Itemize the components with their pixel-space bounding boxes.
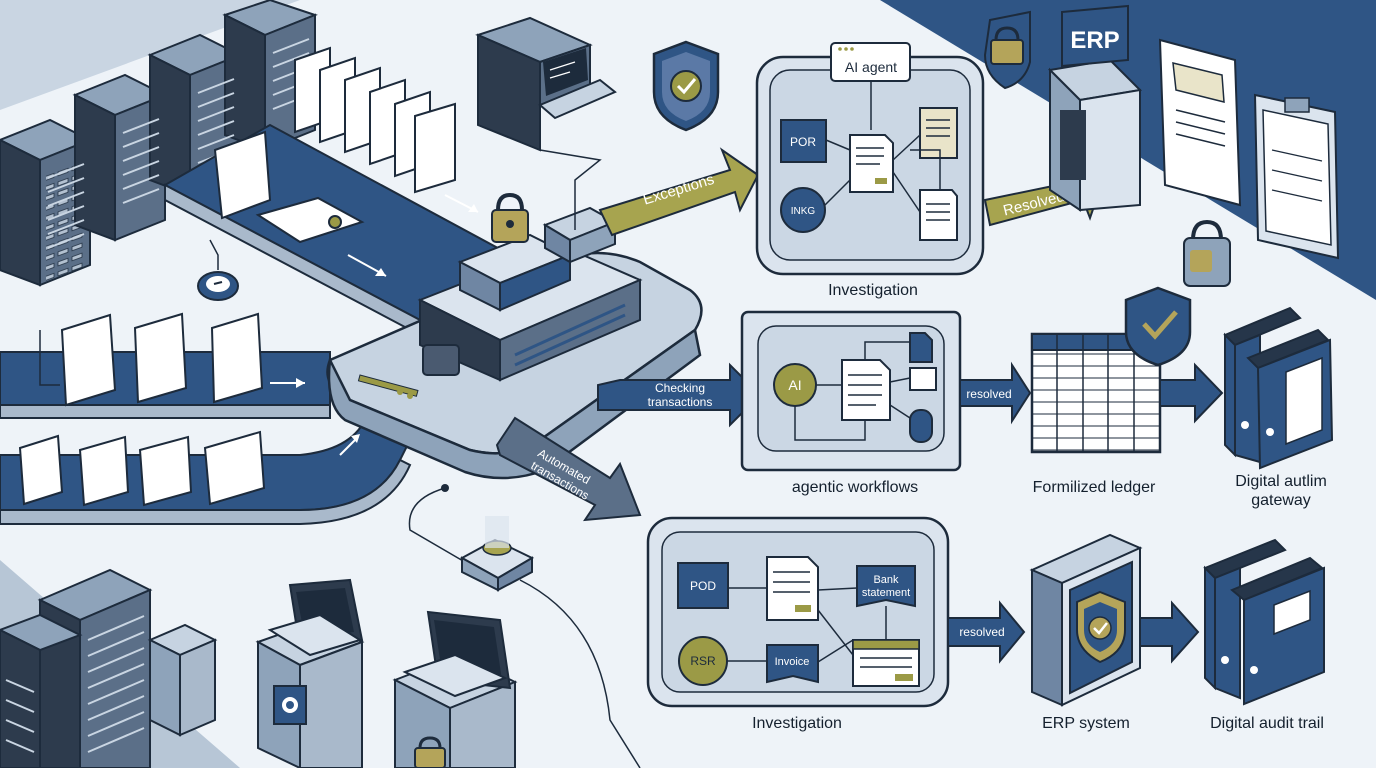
server-racks-bottom-left bbox=[0, 568, 218, 768]
formalized-ledger-caption: Formilized ledger bbox=[1033, 479, 1156, 496]
rsr-label: RSR bbox=[690, 654, 716, 668]
agentic-workflows-caption: agentic workflows bbox=[792, 479, 918, 496]
digital-gateway-caption-line2: gateway bbox=[1251, 492, 1311, 509]
shield-check-icon-mid bbox=[1124, 286, 1192, 367]
erp-system-caption: ERP system bbox=[1042, 715, 1130, 732]
investigation-top-caption: Investigation bbox=[828, 282, 918, 299]
checking-line1: Checking bbox=[655, 381, 705, 395]
documents-top-conveyor bbox=[213, 46, 456, 244]
digital-audit-trail-binders-icon bbox=[1203, 538, 1325, 706]
padlock-hub-icon bbox=[491, 192, 529, 243]
resolved-arrow-mid: resolved bbox=[959, 361, 1032, 425]
central-processing-hub bbox=[326, 206, 703, 480]
computer-terminal-bottom-center bbox=[392, 610, 518, 768]
pod-box bbox=[677, 562, 729, 609]
computer-terminal-bottom-left bbox=[255, 578, 365, 768]
inkg-label: INKG bbox=[791, 206, 816, 217]
arrow-erp-to-audit-trail bbox=[1139, 600, 1200, 664]
shield-check-icon-top bbox=[652, 40, 720, 132]
padlock-icon-top-right bbox=[983, 10, 1031, 90]
digital-gateway-caption-line1: Digital autlim bbox=[1235, 473, 1327, 490]
investigation-bottom-caption: Investigation bbox=[752, 715, 842, 732]
clock-badge-icon bbox=[197, 271, 239, 301]
documents-bottom-conveyor bbox=[18, 430, 266, 507]
report-documents-top-right bbox=[1158, 38, 1340, 260]
investigation-panel-top: AI agent POR INKG bbox=[755, 42, 985, 276]
exceptions-arrow: Exceptions bbox=[598, 147, 760, 237]
por-label: POR bbox=[790, 135, 816, 149]
computer-terminal-top bbox=[475, 16, 617, 152]
por-box bbox=[780, 119, 827, 163]
digital-audit-trail-caption: Digital audit trail bbox=[1210, 715, 1324, 732]
automated-transactions-arrow: Automated transactions bbox=[495, 416, 642, 522]
resolved-arrow-bottom: resolved bbox=[947, 600, 1026, 664]
pod-label: POD bbox=[690, 579, 716, 593]
padlock-icon-right bbox=[1183, 219, 1231, 287]
inkg-circle bbox=[780, 187, 826, 233]
ai-label: AI bbox=[788, 377, 801, 393]
binders-gateway-icon bbox=[1223, 306, 1334, 470]
agentic-workflows-panel: AI bbox=[740, 310, 962, 472]
bank-line1: Bank bbox=[873, 574, 899, 586]
ai-agent-label: AI agent bbox=[845, 59, 897, 75]
investigation-panel-bottom: POD RSR Invoice Bank statement bbox=[646, 516, 950, 708]
documents-middle-conveyor bbox=[60, 312, 264, 407]
bank-line2: statement bbox=[862, 587, 910, 599]
resolved-bottom-label: resolved bbox=[959, 625, 1004, 639]
erp-kiosk: ERP bbox=[1047, 4, 1143, 212]
erp-system-icon bbox=[1029, 533, 1143, 707]
resolved-mid-label: resolved bbox=[966, 387, 1011, 401]
arrow-ledger-to-binders bbox=[1159, 362, 1224, 424]
invoice-label: Invoice bbox=[775, 656, 810, 668]
erp-sign-label: ERP bbox=[1070, 27, 1119, 54]
database-node-icon bbox=[459, 516, 535, 592]
checking-line2: transactions bbox=[648, 395, 713, 409]
checking-transactions-arrow: Checking transactions bbox=[597, 362, 762, 428]
